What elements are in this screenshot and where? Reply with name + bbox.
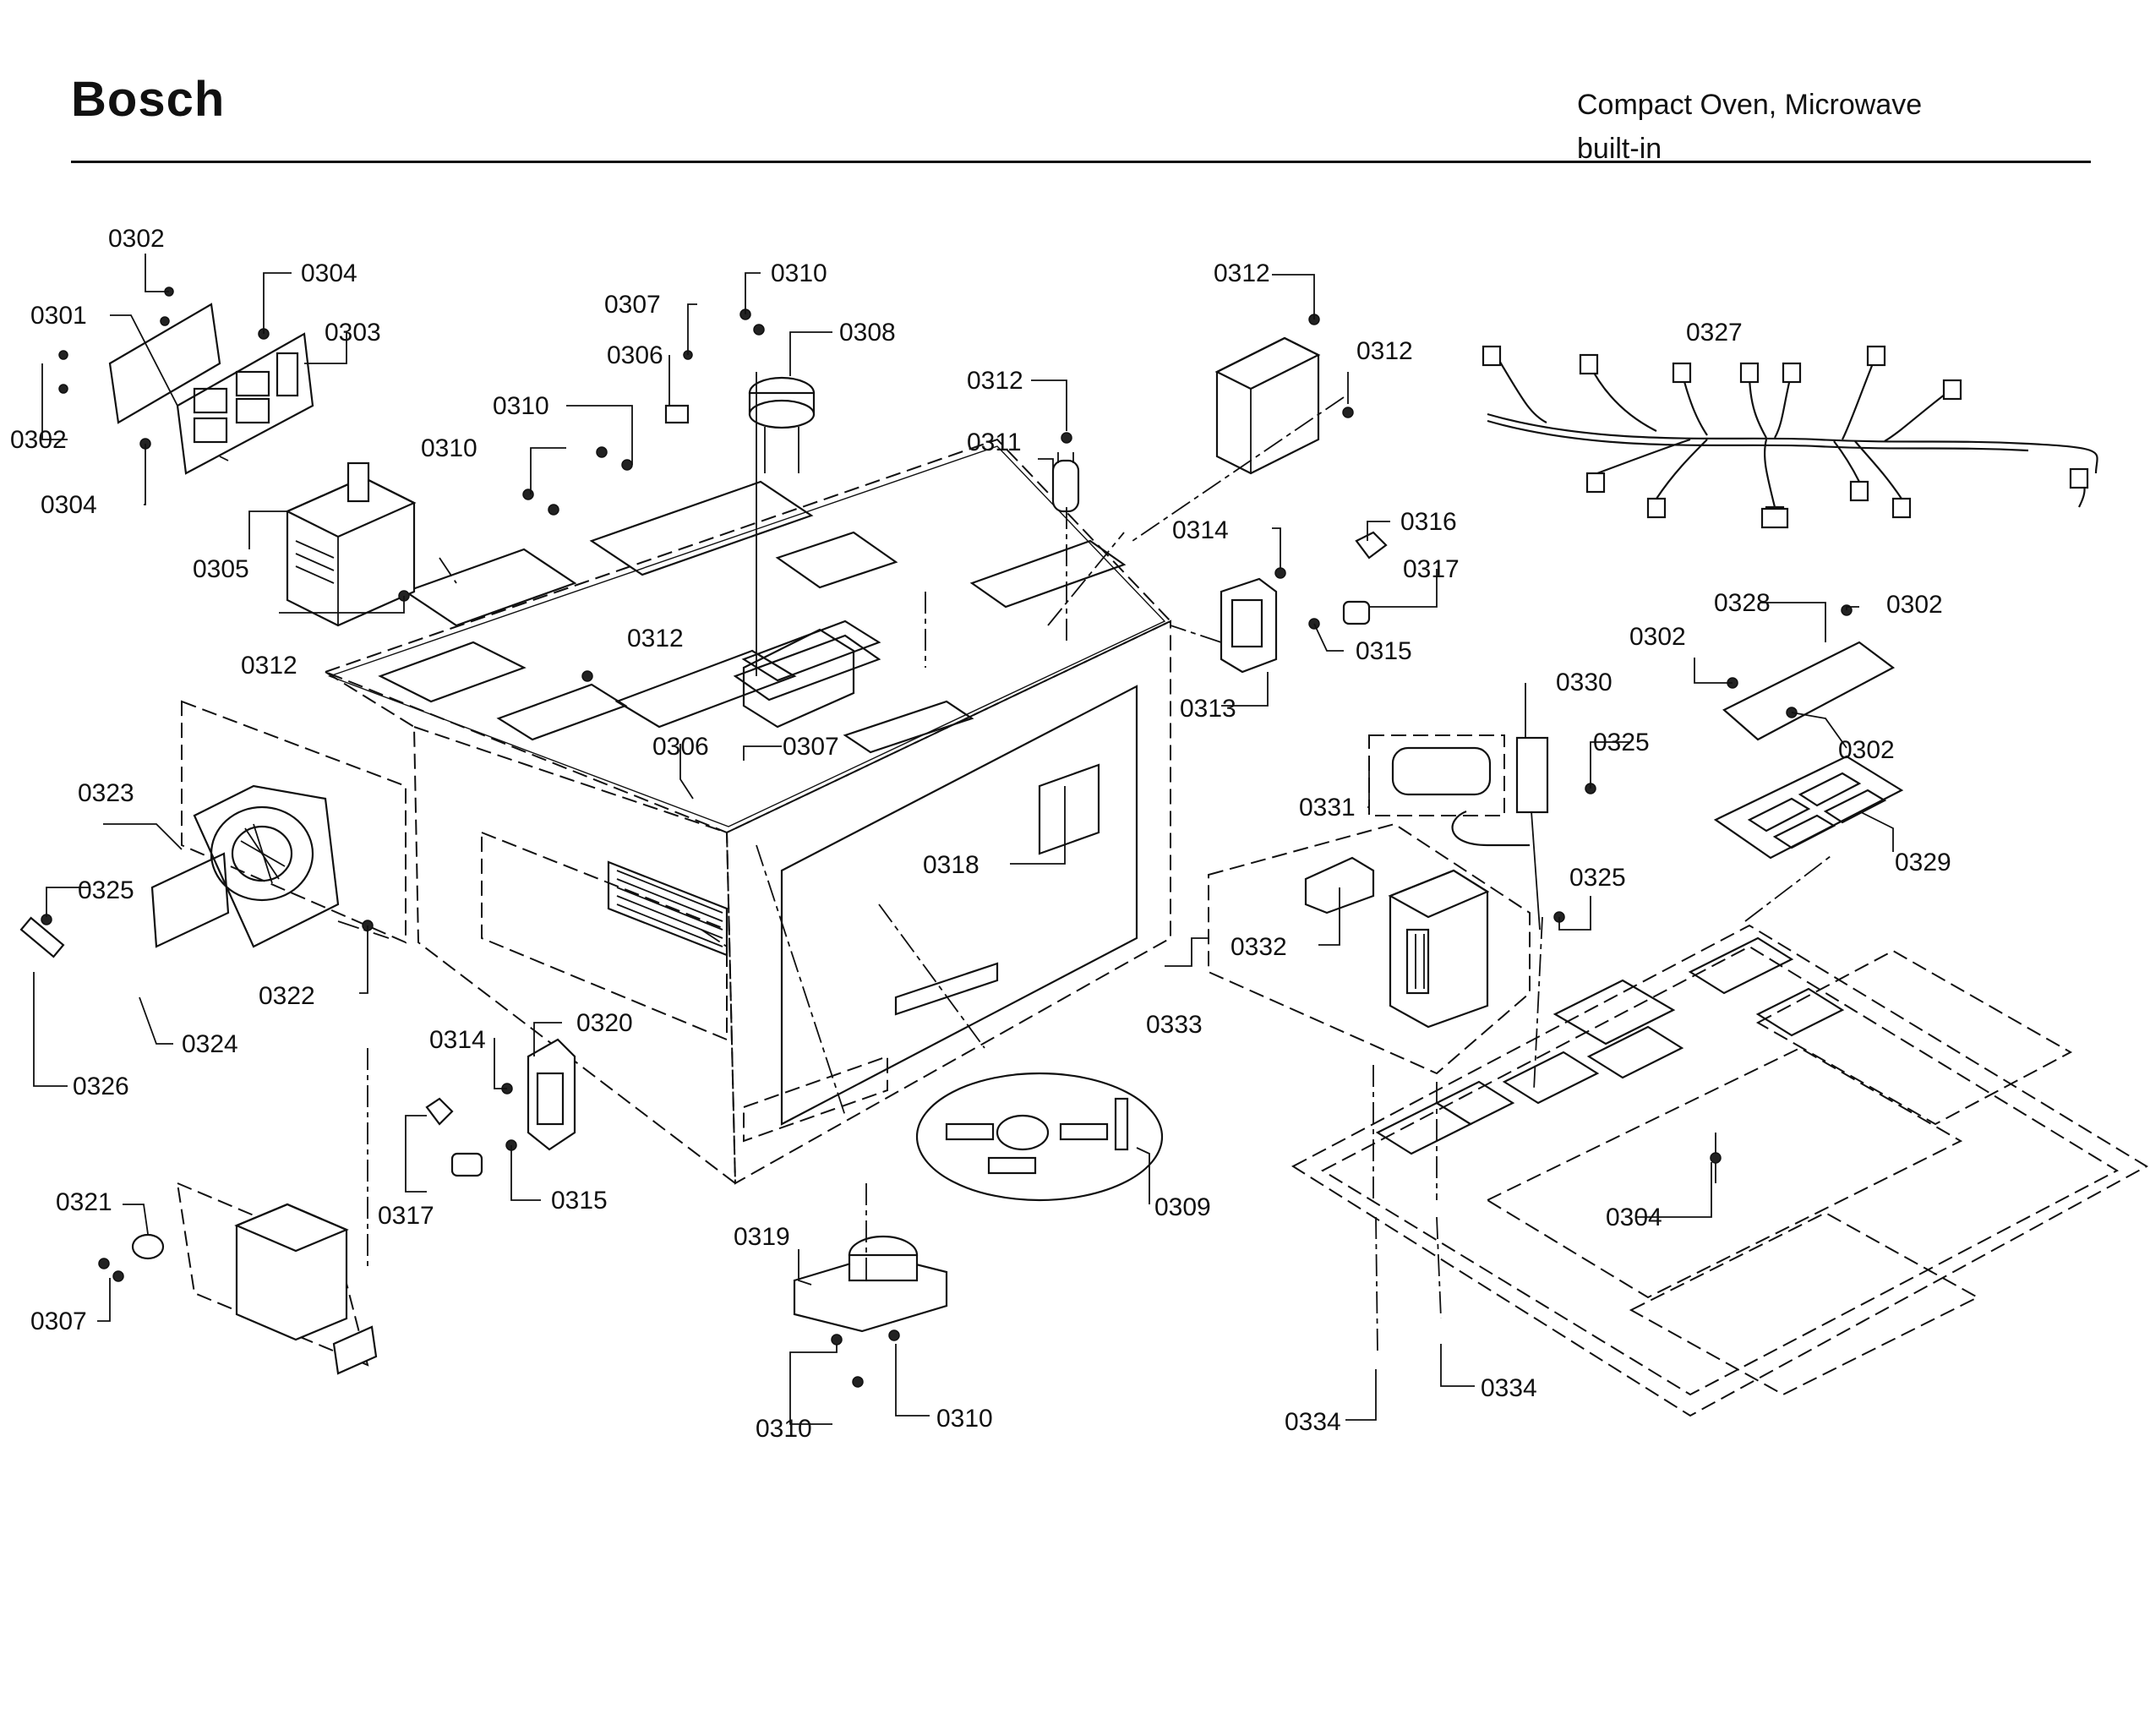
bracket-0321: [98, 1182, 378, 1375]
wire-harness-0327: [1482, 345, 2098, 529]
capacitor-0331: [1368, 734, 1530, 847]
turntable-motor-0319: [793, 1235, 948, 1388]
callout-0309: 0309: [1154, 1193, 1211, 1221]
callout-0334: 0334: [1285, 1408, 1341, 1436]
callout-0312: 0312: [1356, 337, 1413, 365]
callout-0314: 0314: [1172, 516, 1229, 544]
callout-0308: 0308: [839, 319, 896, 347]
callout-0302: 0302: [10, 426, 67, 454]
callout-0304: 0304: [41, 491, 97, 519]
callout-0306: 0306: [607, 341, 663, 369]
hv-diode-0330: [1515, 736, 1596, 931]
callout-0322: 0322: [259, 982, 315, 1010]
product-line-2: built-in: [1577, 133, 1662, 165]
callout-0324: 0324: [182, 1030, 238, 1058]
callout-0315: 0315: [551, 1187, 608, 1215]
callout-0310: 0310: [936, 1405, 993, 1433]
vent-grille: [607, 860, 728, 957]
callout-0312: 0312: [241, 652, 297, 680]
callout-0310: 0310: [493, 392, 549, 420]
callout-0307: 0307: [30, 1307, 87, 1335]
tray-0329: [1713, 755, 1904, 860]
air-duct: [1214, 336, 1321, 475]
callout-0304: 0304: [301, 259, 357, 287]
oven-cabinet: [323, 438, 1172, 1186]
base-plate: [1291, 924, 2149, 1417]
callout-0317: 0317: [1403, 555, 1460, 583]
header-rule: [71, 161, 2091, 163]
callout-0331: 0331: [1299, 794, 1356, 822]
switch-assembly-0313: [1220, 567, 1320, 674]
callout-0314: 0314: [429, 1026, 486, 1054]
lamp-0311: [1051, 452, 1080, 513]
callout-0310: 0310: [421, 434, 477, 462]
callout-0327: 0327: [1686, 319, 1743, 347]
callout-0306: 0306: [652, 733, 709, 761]
leader-lines: [33, 254, 1894, 1425]
callout-0313: 0313: [1180, 695, 1236, 723]
callout-0321: 0321: [56, 1188, 112, 1216]
callout-0303: 0303: [325, 319, 381, 347]
callout-0307: 0307: [604, 291, 661, 319]
pcb-0328: [1722, 604, 1896, 741]
switch-bracket-0320: [501, 1038, 576, 1151]
callout-0312: 0312: [967, 367, 1023, 395]
callout-0310: 0310: [756, 1415, 812, 1443]
product-description: Compact Oven, Microwave built-in: [1577, 83, 1922, 171]
fan-motor-0308: [748, 376, 816, 473]
callout-0325: 0325: [1569, 864, 1626, 892]
explode-guides: [219, 396, 1835, 1353]
callout-0325: 0325: [1593, 729, 1650, 756]
callout-0325: 0325: [78, 876, 134, 904]
callout-0326: 0326: [73, 1073, 129, 1100]
callout-0333: 0333: [1146, 1011, 1203, 1039]
callout-0307: 0307: [783, 733, 839, 761]
callout-0318: 0318: [923, 851, 980, 879]
callout-labels: 0302 0304 0301 0303 0302 0304 0305 0312 …: [10, 225, 1951, 1443]
turntable-0309: [915, 1072, 1164, 1202]
callout-0311: 0311: [967, 429, 1022, 456]
callout-0310: 0310: [771, 259, 827, 287]
callout-0330: 0330: [1556, 669, 1612, 696]
screws-top: [398, 308, 1354, 682]
callout-0302: 0302: [1838, 736, 1895, 764]
callout-0302: 0302: [1629, 623, 1686, 651]
callout-0301: 0301: [30, 302, 87, 330]
callout-0304: 0304: [1606, 1204, 1662, 1231]
callout-0319: 0319: [734, 1223, 790, 1251]
callout-0316: 0316: [1400, 508, 1457, 536]
callout-0323: 0323: [78, 779, 134, 807]
transformer-0333: [1208, 822, 1565, 1075]
callout-0302: 0302: [108, 225, 165, 253]
fan-assembly-0323: [19, 700, 407, 958]
callout-0332: 0332: [1231, 933, 1287, 961]
switch-0316-0317: [1342, 531, 1388, 625]
magnetron-0305: [285, 461, 417, 627]
callout-0312: 0312: [627, 625, 684, 652]
callout-0328: 0328: [1714, 589, 1771, 617]
callout-0317: 0317: [378, 1202, 434, 1230]
switch-0317-lower: [425, 1097, 483, 1177]
brand-title: Bosch: [71, 72, 226, 127]
control-panel-assembly: [58, 287, 314, 475]
callout-0320: 0320: [576, 1009, 633, 1037]
callout-0334: 0334: [1481, 1374, 1537, 1402]
callout-0305: 0305: [193, 555, 249, 583]
callout-0315: 0315: [1356, 637, 1412, 665]
callout-0312: 0312: [1214, 259, 1270, 287]
callout-0329: 0329: [1895, 849, 1951, 876]
fuse-0332: [1304, 856, 1375, 914]
callout-0302: 0302: [1886, 591, 1943, 619]
product-line-1: Compact Oven, Microwave: [1577, 89, 1923, 121]
